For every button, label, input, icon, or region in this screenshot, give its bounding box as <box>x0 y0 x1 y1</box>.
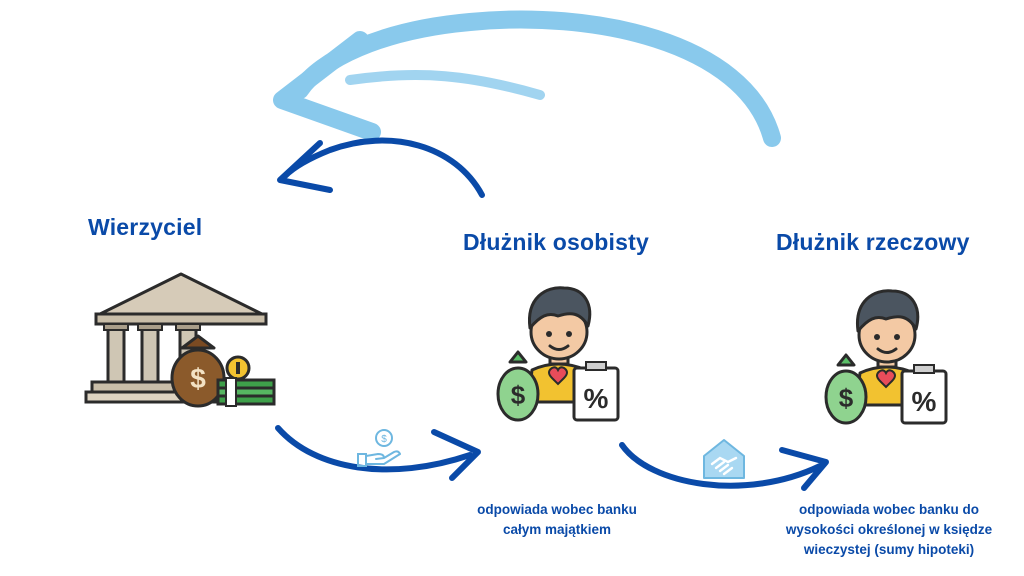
svg-text:$: $ <box>190 363 206 394</box>
personal-debtor-caption: odpowiada wobec banku całym majątkiem <box>452 500 662 540</box>
house-handshake-icon <box>703 439 745 479</box>
personal-debtor-caption-line1: odpowiada wobec banku <box>477 502 637 517</box>
arrow-creditor-to-personal <box>275 425 481 481</box>
arrow-personal-to-creditor <box>277 137 485 198</box>
real-debtor-title: Dłużnik rzeczowy <box>776 229 970 255</box>
svg-text:$: $ <box>381 434 387 445</box>
arrow-real-to-creditor <box>273 10 781 147</box>
bank-icon: $ <box>84 272 276 408</box>
svg-text:%: % <box>912 386 937 417</box>
personal-debtor-person-icon: $ % <box>496 286 620 422</box>
real-debtor-caption-line2: wysokości określonej w księdze <box>785 522 993 537</box>
hand-coin-icon: $ <box>357 429 401 467</box>
real-debtor-caption-line3: wieczystej (sumy hipoteki) <box>803 542 975 557</box>
real-debtor-caption: odpowiada wobec banku do wysokości okreś… <box>754 500 1024 560</box>
arrow-personal-to-real <box>619 442 829 491</box>
creditor-title: Wierzyciel <box>88 214 203 240</box>
real-debtor-person-icon: $ % <box>824 289 948 425</box>
personal-debtor-caption-line2: całym majątkiem <box>502 522 612 537</box>
real-debtor-caption-line1: odpowiada wobec banku do <box>798 502 979 517</box>
personal-debtor-title: Dłużnik osobisty <box>463 229 649 255</box>
svg-text:$: $ <box>839 383 854 413</box>
svg-text:$: $ <box>511 380 526 410</box>
svg-text:%: % <box>584 383 609 414</box>
